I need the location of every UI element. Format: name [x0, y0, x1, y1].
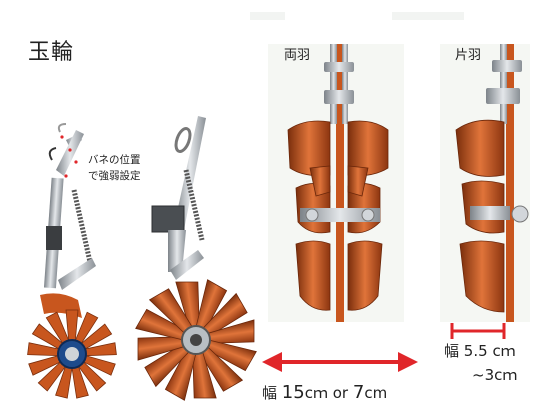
single-width-unit: cｍ — [492, 342, 516, 360]
width-value-b: 7 — [352, 382, 365, 403]
annotation-line-2: で強弱設定 — [88, 170, 141, 182]
annotation-line-1: バネの位置 — [88, 154, 141, 166]
width-bar-single — [450, 323, 506, 339]
width-unit-b: cm — [364, 384, 388, 402]
tine-unit-angled — [135, 116, 257, 401]
label-single-wing: 片羽 — [455, 48, 482, 63]
tine-unit-front — [27, 123, 117, 399]
width-label-single: 幅 5.5 cｍ — [444, 340, 516, 361]
width-value-a: 15 — [281, 382, 305, 403]
width-label-double: 幅 15cｍ or 7cm — [262, 382, 387, 403]
single-width-prefix: 幅 — [444, 342, 460, 360]
single-wing-tine — [455, 44, 529, 322]
single-width-alt: ~3cｍ — [472, 366, 518, 384]
spring-annotation: バネの位置 で強弱設定 — [88, 152, 141, 184]
width-or: or — [332, 384, 349, 402]
double-wing-tine — [287, 44, 389, 322]
single-width-value: 5.5 — [463, 342, 488, 360]
label-both-wings: 両羽 — [284, 48, 311, 63]
width-unit-a: cｍ — [304, 384, 328, 402]
width-prefix: 幅 — [262, 384, 278, 402]
width-arrow-double — [262, 352, 418, 372]
page-title: 玉輪 — [28, 40, 75, 65]
